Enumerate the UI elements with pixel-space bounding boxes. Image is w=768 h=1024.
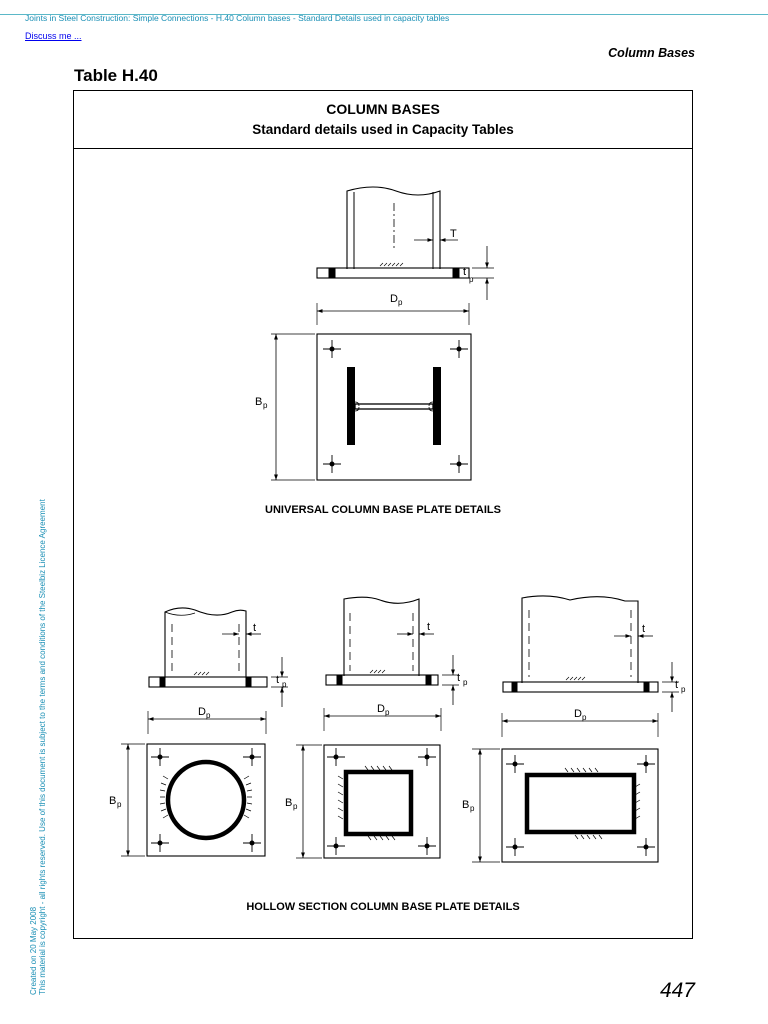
svg-text:B: B [462,799,469,811]
chs-elevation [147,607,288,734]
table-frame: COLUMN BASES Standard details used in Ca… [73,90,693,939]
uc-elevation-labels: T t p D p [390,228,474,307]
svg-text:t: t [642,623,645,635]
uc-plan [271,333,472,481]
svg-text:p: p [681,685,686,694]
svg-text:p: p [385,708,390,717]
svg-text:p: p [470,804,475,813]
shs-plan [296,744,441,859]
uc-label-plate-depth: D [390,293,398,305]
svg-text:D: D [198,706,206,718]
uc-plan-labels: B p [255,396,268,410]
frame-subtitle: Standard details used in Capacity Tables [252,122,514,137]
svg-text:t: t [457,672,460,684]
svg-text:p: p [463,678,468,687]
breadcrumb: Joints in Steel Construction: Simple Con… [25,13,450,23]
rhs-elevation-labels: t t p D p [574,623,686,722]
svg-text:p: p [282,680,287,689]
shs-elevation-labels: t t p D p [377,621,468,717]
svg-text:D: D [574,708,582,720]
uc-label-plate-breadth: B [255,396,262,408]
shs-plan-labels: B p [285,797,298,811]
rhs-plan-labels: B p [462,799,475,813]
svg-text:p: p [206,711,211,720]
svg-text:t: t [675,679,678,691]
uc-label-plate-thickness: t [463,266,466,278]
svg-text:t: t [276,674,279,686]
rhs-plan [472,748,659,863]
header-rule [0,0,768,15]
base-plate-drawings: T t p D p B p [109,186,686,863]
frame-title: COLUMN BASES [326,101,440,117]
table-title: Table H.40 [74,66,158,85]
created-date: Created on 20 May 2008 [29,906,38,995]
chs-elevation-labels: t t p D p [198,622,287,720]
section-title: Column Bases [608,46,695,60]
svg-text:D: D [377,703,385,715]
svg-text:p: p [263,401,268,410]
copyright-note: Created on 20 May 2008 This material is … [29,499,47,995]
svg-text:p: p [293,802,298,811]
svg-text:t: t [427,621,430,633]
copyright-text: This material is copyright - all rights … [38,499,47,995]
uc-label-flange-thickness: T [450,228,457,240]
svg-text:p: p [117,800,122,809]
frame-divider [74,148,692,149]
chs-plan-labels: B p [109,795,122,809]
chs-label-wall: t [253,622,256,634]
universal-column-caption: UNIVERSAL COLUMN BASE PLATE DETAILS [265,504,501,516]
svg-text:p: p [398,298,403,307]
svg-text:B: B [285,797,292,809]
discuss-link[interactable]: Discuss me ... [25,31,82,41]
shs-elevation [323,596,459,731]
chs-plan [121,743,266,857]
uc-elevation [316,186,494,325]
svg-text:p: p [469,275,474,284]
hollow-section-caption: HOLLOW SECTION COLUMN BASE PLATE DETAILS [246,901,520,913]
svg-text:p: p [582,713,587,722]
rhs-elevation [501,595,679,737]
page-number: 447 [659,979,695,1002]
svg-text:B: B [109,795,116,807]
